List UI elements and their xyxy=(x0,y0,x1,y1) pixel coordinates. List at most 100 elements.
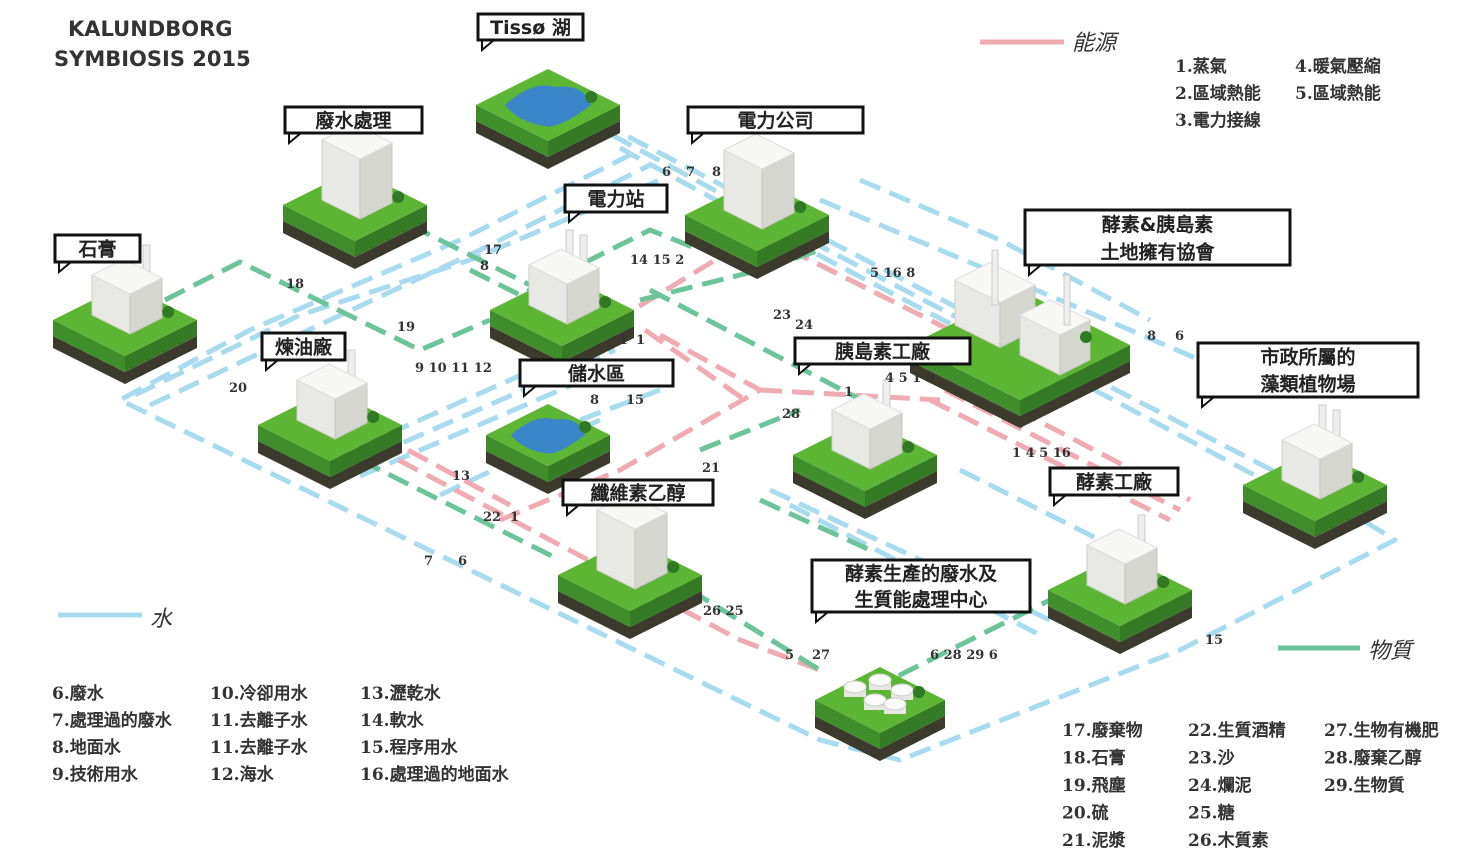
label-wastewater: 廢水處理 xyxy=(283,105,424,146)
route-number: 19 xyxy=(397,320,415,335)
route-number: 27 xyxy=(812,648,830,663)
energy-legend-title: 能源 xyxy=(1072,31,1120,56)
tree-icon xyxy=(913,686,925,698)
legend-item: 25.糖 xyxy=(1188,803,1235,824)
route-number: 8 xyxy=(480,259,489,274)
tile-refinery xyxy=(258,349,402,489)
pipe-water xyxy=(819,197,1201,363)
route-number: 22 xyxy=(483,510,501,525)
route-number: 6 xyxy=(662,165,671,180)
route-number: 8 xyxy=(1147,329,1156,344)
lake-icon xyxy=(510,418,586,454)
facility-label-text: 儲水區 xyxy=(568,362,625,385)
tree-icon xyxy=(1352,471,1365,483)
pipe-material xyxy=(758,497,872,553)
legend-item: 22.生質酒精 xyxy=(1188,720,1286,741)
tile-power-station xyxy=(490,229,634,374)
facility-label-text: 藻類植物場 xyxy=(1260,373,1355,396)
route-number: 1 xyxy=(619,333,628,348)
pipe-energy xyxy=(928,397,1172,523)
route-number: 13 xyxy=(452,469,470,484)
label-reservoir: 儲水區 xyxy=(518,358,675,399)
route-number: 5 16 8 xyxy=(870,266,915,281)
legend-item: 9.技術用水 xyxy=(52,764,139,785)
legend-item: 2.區域熱能 xyxy=(1175,83,1261,104)
route-number: 21 xyxy=(702,461,720,476)
tree-icon xyxy=(667,561,680,573)
pipe-energy xyxy=(499,332,763,523)
route-number: 15 xyxy=(1205,633,1223,648)
facility-label-text: 生質能處理中心 xyxy=(854,588,987,611)
route-number: 15 xyxy=(626,393,644,408)
legend-item: 13.瀝乾水 xyxy=(360,683,442,704)
pipe-material xyxy=(699,407,801,453)
facility-label-text: 市政所屬的 xyxy=(1260,346,1355,369)
route-number: 7 xyxy=(424,554,433,569)
legend-item: 11.去離子水 xyxy=(210,737,309,758)
tree-icon xyxy=(599,296,612,308)
pipe-water xyxy=(610,132,1322,513)
pipe-water xyxy=(133,177,661,398)
route-number: 23 xyxy=(773,308,791,323)
tile-cellulose-ethanol xyxy=(558,493,702,639)
pipe-energy xyxy=(378,432,512,508)
facility-tiles xyxy=(53,69,1387,761)
legend-item: 14.軟水 xyxy=(360,710,425,731)
tile-enzyme-insulin-association xyxy=(910,249,1130,428)
legend-item: 16.處理過的地面水 xyxy=(360,764,510,785)
label-cellulose-ethanol: 纖維素乙醇 xyxy=(561,478,715,518)
facility-label-text: Tissø 湖 xyxy=(490,17,571,39)
water-legend-title: 水 xyxy=(150,607,173,632)
pipe-material xyxy=(358,457,562,563)
facility-label-text: 石膏 xyxy=(77,238,116,261)
route-number: 1 xyxy=(844,385,853,400)
tile-reservoir xyxy=(486,404,610,494)
facility-label-text: 酵素工廠 xyxy=(1076,471,1153,494)
tree-icon xyxy=(367,411,380,423)
pipe-energy xyxy=(368,442,821,673)
tree-icon xyxy=(585,91,598,103)
tile-insulin-factory xyxy=(793,379,937,519)
pipe-material xyxy=(688,587,822,673)
tree-icon xyxy=(1080,331,1092,343)
route-number: 26 25 xyxy=(703,604,744,619)
legend-item: 12.海水 xyxy=(210,764,275,785)
label-power-company: 電力公司 xyxy=(686,105,865,146)
tree-icon xyxy=(392,191,405,203)
label-gypsum: 石膏 xyxy=(53,233,142,275)
pipe-material xyxy=(868,597,1052,693)
route-number: 8 xyxy=(590,393,599,408)
legend-item: 29.生物質 xyxy=(1324,775,1405,796)
facility-label-text: 酵素&胰島素 xyxy=(1102,213,1214,236)
legend-item: 24.爛泥 xyxy=(1188,775,1252,796)
route-number: 7 xyxy=(686,165,695,180)
route-number: 1 xyxy=(636,333,645,348)
legend-item: 6.廢水 xyxy=(52,683,105,704)
route-number: 5 xyxy=(785,648,794,663)
label-power-station: 電力站 xyxy=(563,183,669,225)
tile-gypsum xyxy=(53,244,197,384)
pipe-energy xyxy=(643,327,747,403)
label-refinery: 煉油廠 xyxy=(260,331,347,373)
legend-item: 19.飛塵 xyxy=(1062,775,1126,796)
pipe-material xyxy=(163,259,491,353)
tree-icon xyxy=(1157,576,1170,588)
route-number: 17 xyxy=(484,243,502,258)
tile-biomass-center xyxy=(815,667,945,761)
pipe-water xyxy=(579,387,661,423)
tile-power-company xyxy=(685,133,829,279)
route-number: 6 xyxy=(1175,329,1184,344)
legend-item: 5.區域熱能 xyxy=(1295,83,1381,104)
legend-item: 28.廢棄乙醇 xyxy=(1324,748,1422,769)
diagram-title: KALUNDBORG SYMBIOSIS 2015 xyxy=(54,17,251,71)
route-number: 1 4 5 16 xyxy=(1012,446,1071,461)
facility-label-text: 纖維素乙醇 xyxy=(590,482,685,505)
route-number: 20 xyxy=(229,381,247,396)
